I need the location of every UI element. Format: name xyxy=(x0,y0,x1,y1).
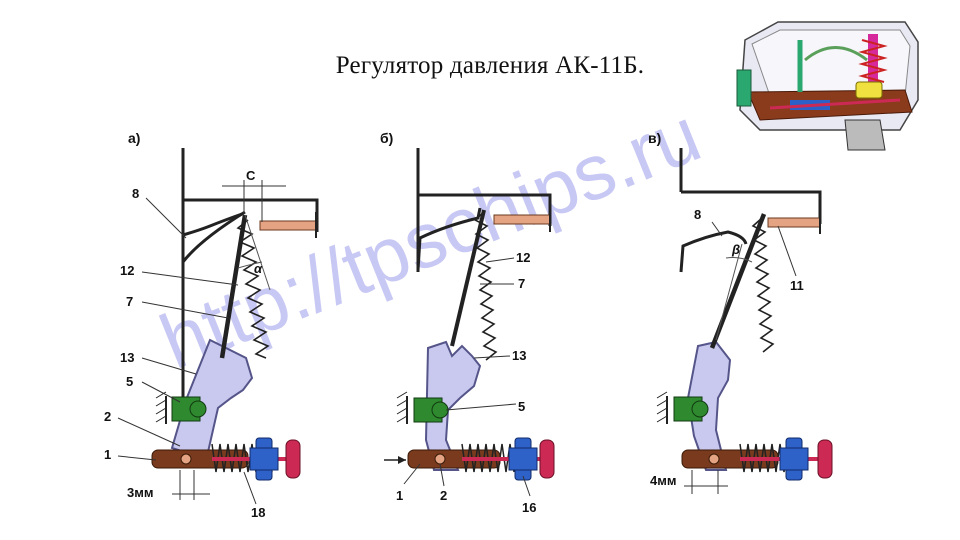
panel-a-label-8: 8 xyxy=(132,186,139,201)
panel-c-spring xyxy=(751,217,775,353)
panel-b-label-12: 12 xyxy=(516,250,530,265)
panel-b-rod xyxy=(493,214,551,225)
panel-b-label-13: 13 xyxy=(512,348,526,363)
device-3d-thumbnail xyxy=(736,21,919,151)
panel-c-caption: в) xyxy=(648,130,661,146)
panel-c-beta: β xyxy=(731,242,740,257)
panel-a-label-1: 1 xyxy=(104,447,111,462)
panel-a-knob xyxy=(285,439,301,479)
panel-a-label-5: 5 xyxy=(126,374,133,389)
panel-c-lever xyxy=(686,340,732,471)
panel-a-alpha: α xyxy=(254,261,263,276)
panel-a-label-2: 2 xyxy=(104,409,111,424)
panel-a-rod xyxy=(259,220,317,231)
panel-b-caption: б) xyxy=(380,130,393,146)
panel-b-label-7: 7 xyxy=(518,276,525,291)
panel-b-lever xyxy=(424,340,482,471)
panel-c-dim-4mm: 4мм xyxy=(650,473,676,488)
panel-b-label-5: 5 xyxy=(518,399,525,414)
panel-a-spring xyxy=(236,219,270,359)
panel-b-tension-rod xyxy=(450,209,486,347)
panel-b-label-16: 16 xyxy=(522,500,536,515)
panel-a-label-c: С xyxy=(246,168,256,183)
panel-b-knob xyxy=(539,439,555,479)
panel-b-label-2: 2 xyxy=(440,488,447,503)
watermark-text: http://tpschips.ru xyxy=(148,90,712,386)
panel-a-lever xyxy=(170,338,254,457)
panel-b-label-1: 1 xyxy=(396,488,403,503)
panel-c-rod xyxy=(767,217,821,228)
panel-a-label-12: 12 xyxy=(120,263,134,278)
panel-a: а) α С xyxy=(104,130,319,520)
panel-b-spring xyxy=(473,211,498,361)
panel-a-dim-3mm: 3мм xyxy=(127,485,153,500)
panel-a-label-7: 7 xyxy=(126,294,133,309)
panel-a-caption: а) xyxy=(128,130,140,146)
panel-c: в) β 4мм 8 11 xyxy=(648,130,833,494)
panel-a-label-18: 18 xyxy=(251,505,265,520)
panel-c-label-8: 8 xyxy=(694,207,701,222)
panel-a-label-13: 13 xyxy=(120,350,134,365)
panel-c-tension-rod xyxy=(709,213,767,349)
panel-a-tension-rod xyxy=(219,214,248,359)
panel-b: б) 12 7 13 5 1 2 xyxy=(380,130,555,515)
panel-c-knob xyxy=(817,439,833,479)
diagram-title: Регулятор давления АК-11Б. xyxy=(335,52,645,79)
panel-c-label-11: 11 xyxy=(790,278,804,293)
